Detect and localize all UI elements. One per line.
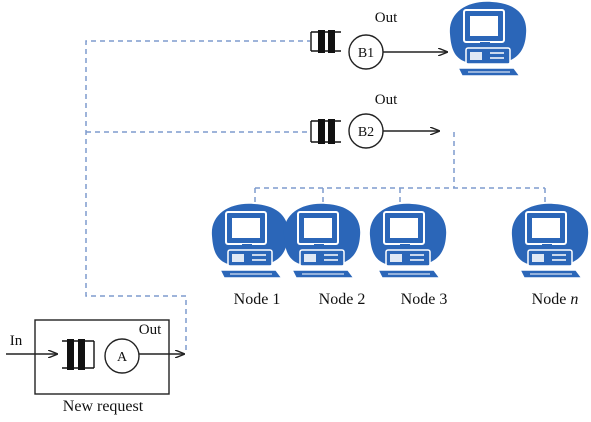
- server-a-circle: [104, 338, 140, 374]
- queue-buffer-icon: [310, 30, 341, 53]
- desktop-computer-icon: [210, 202, 290, 279]
- server-b1-out-label: Out: [375, 10, 398, 26]
- in-label: In: [10, 333, 23, 349]
- link-a-to-trunk: [85, 40, 310, 350]
- desktop-computer-icon: [282, 202, 362, 279]
- new-request-block: In A Out New request: [6, 319, 184, 415]
- node-label-2: Node 2: [319, 291, 366, 308]
- desktop-computer-icon: [510, 202, 590, 279]
- server-a-out-label: Out: [139, 322, 162, 338]
- node-label-3: Node 3: [401, 291, 448, 308]
- desktop-computer-icon: [448, 0, 528, 77]
- server-b2-out-label: Out: [375, 92, 398, 108]
- server-b1-label: B1: [358, 46, 374, 61]
- node-label-n: Node n: [532, 291, 579, 308]
- new-request-caption: New request: [63, 398, 144, 415]
- desktop-computer-icon: [368, 202, 448, 279]
- server-b1: B1 Out: [310, 10, 447, 70]
- server-b2: B2 Out: [310, 92, 439, 149]
- queue-buffer-icon: [310, 119, 341, 144]
- queue-buffer-icon: [62, 339, 95, 370]
- node-label-1: Node 1: [234, 291, 281, 308]
- server-a-label: A: [117, 350, 128, 365]
- dashed-connections: [85, 40, 546, 350]
- server-b2-label: B2: [358, 125, 374, 140]
